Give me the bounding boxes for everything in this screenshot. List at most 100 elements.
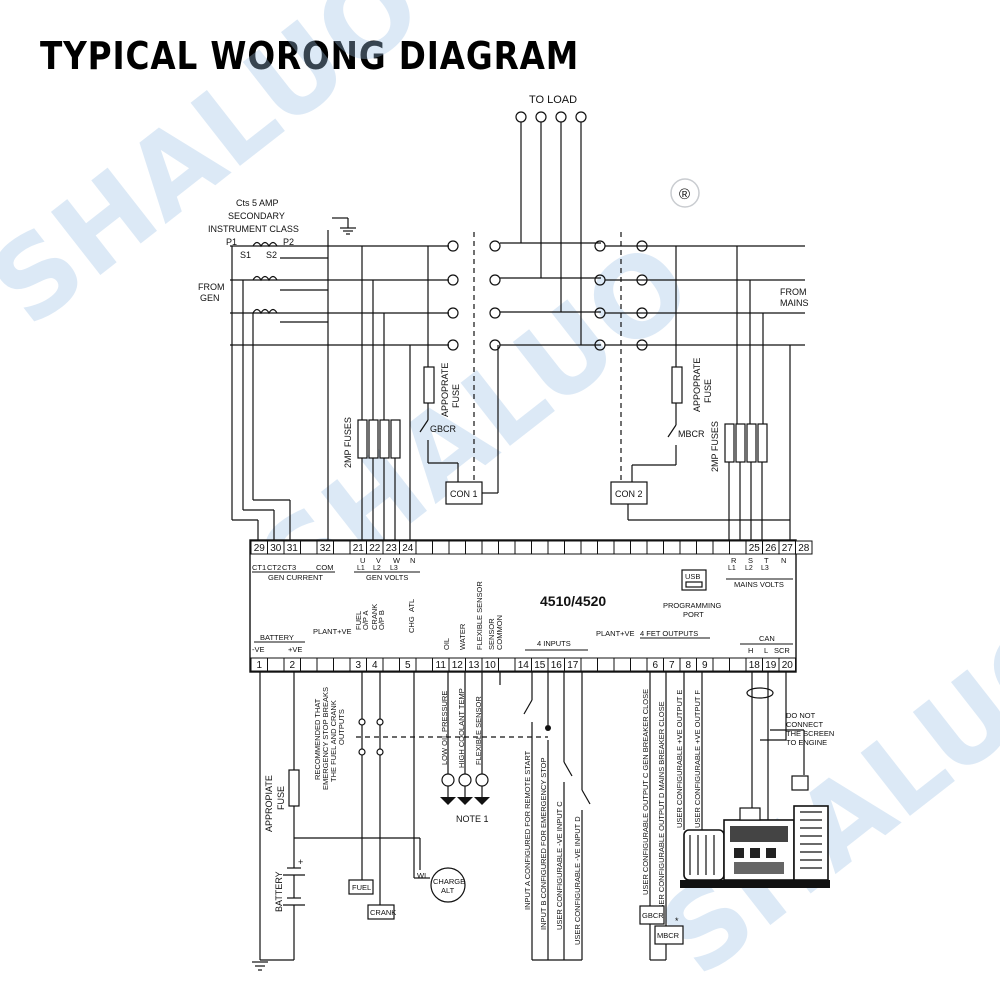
chg-label: CHG [407,616,416,633]
terminal-cell [498,657,516,672]
mbcr-star: * [675,916,679,926]
terminal-number: 27 [782,543,794,554]
fuse-right-label-2: FUSE [703,379,713,403]
gen-contactor [447,232,501,480]
dnc-4: TO ENGINE [786,738,827,747]
volt-letter: W [393,556,401,565]
fuses-left [357,246,411,540]
ct2-label: CT2 [267,563,281,572]
terminal-number: 20 [782,660,794,671]
terminal-cell [646,540,664,555]
con2-box [610,481,648,505]
terminal-number: 26 [765,543,777,554]
terminal-cell [300,540,318,555]
load-terminals [515,111,587,345]
crank-box-label: CRANK [370,908,396,917]
terminal-number: 2 [289,660,295,671]
mains-bus-lines [605,245,805,346]
terminal-cell [630,657,648,672]
terminal-cell [613,540,631,555]
high-coolant-label: HIGH COOLANT TEMP [457,688,466,768]
mbcr-relay-label: MBCR [657,931,680,940]
terminal-cell [795,540,813,555]
water-label: WATER [458,623,467,650]
terminal-number: 14 [518,660,530,671]
input-a-label: INPUT A CONFIGURED FOR REMOTE START [523,750,532,910]
ct-s2: S2 [266,250,277,260]
ground-icon [332,217,356,235]
terminal-cell [630,540,648,555]
terminal-cell [613,657,631,672]
terminal-cell [597,540,615,555]
terminal-number: 29 [254,543,266,554]
opb-label: O/P B [377,610,386,630]
can-l: L [764,646,768,655]
opa-label: O/P A [361,611,370,630]
note1-label: NOTE 1 [456,814,489,824]
low-oil-label: LOW OIL PRESSURE [440,691,449,765]
terminal-cell [481,540,499,555]
terminal-number: 3 [355,660,361,671]
mbcr-circuit [627,246,790,521]
can-label: CAN [759,634,775,643]
volt-phase: L1 [357,565,365,572]
terminal-number: 15 [534,660,546,671]
terminal-cell [333,540,351,555]
ve-plus: +VE [288,645,302,654]
fuse-left-label-2: FUSE [451,384,461,408]
ct1-label: CT1 [252,563,266,572]
terminal-cell [415,657,433,672]
controller-box [249,539,797,673]
battery-side-label: BATTERY [274,871,284,912]
terminal-cell [498,540,516,555]
fuel-box [348,879,374,895]
terminal-number: 28 [798,543,810,554]
crank-box [367,904,395,920]
terminal-cell [679,540,697,555]
programming-port-1: PROGRAMMING [663,601,722,610]
ct3-label: CT3 [282,563,296,572]
dnc-2: CONNECT [786,720,824,729]
gen-volts-label: GEN VOLTS [366,573,408,582]
terminal-number: 12 [452,660,464,671]
battery-label: BATTERY [260,633,294,642]
terminal-number: 31 [287,543,299,554]
crank-label: CRANK [370,604,379,630]
gbcr-relay-box [639,905,665,925]
terminal-cell [531,540,549,555]
fuses-right-label: 2MP FUSES [710,421,720,472]
terminal-cell [597,657,615,672]
programming-port-2: PORT [683,610,704,619]
dnc-3: THE SCREEN [786,729,834,738]
flex-sensor-label: FLEXIBLE SENSOR [475,581,484,650]
terminal-number: 11 [436,660,447,671]
appropriate-fuse-2: FUSE [276,786,286,810]
terminal-cell [580,657,598,672]
terminal-cell [448,540,466,555]
volt-letter: S [748,556,753,565]
battery-plus: + [298,857,303,867]
registered-mark-circle [670,178,700,208]
fuse-left-label-1: APPOPRATE [440,363,450,417]
terminal-number: 9 [702,660,708,671]
appropriate-fuse-1: APPROPIATE [264,775,274,832]
can-h: H [748,646,753,655]
cts-label-2: SECONDARY [228,211,285,221]
four-fet-label: 4 FET OUTPUTS [640,629,698,638]
sensor-common-2: COMMON [495,615,504,650]
terminal-cell [580,540,598,555]
output-f-label: USER CONFIGURABLE +VE OUTPUT F [693,690,702,828]
terminal-cell [333,657,351,672]
from-gen-1: FROM [198,282,225,292]
con1-label: CON 1 [450,489,478,499]
terminal-number: 6 [652,660,658,671]
from-gen-2: GEN [200,293,220,303]
from-mains-1: FROM [780,287,807,297]
terminal-cell [382,657,400,672]
terminal-number: 23 [386,543,398,554]
from-mains-2: MAINS [780,298,809,308]
volt-letter: U [360,556,365,565]
